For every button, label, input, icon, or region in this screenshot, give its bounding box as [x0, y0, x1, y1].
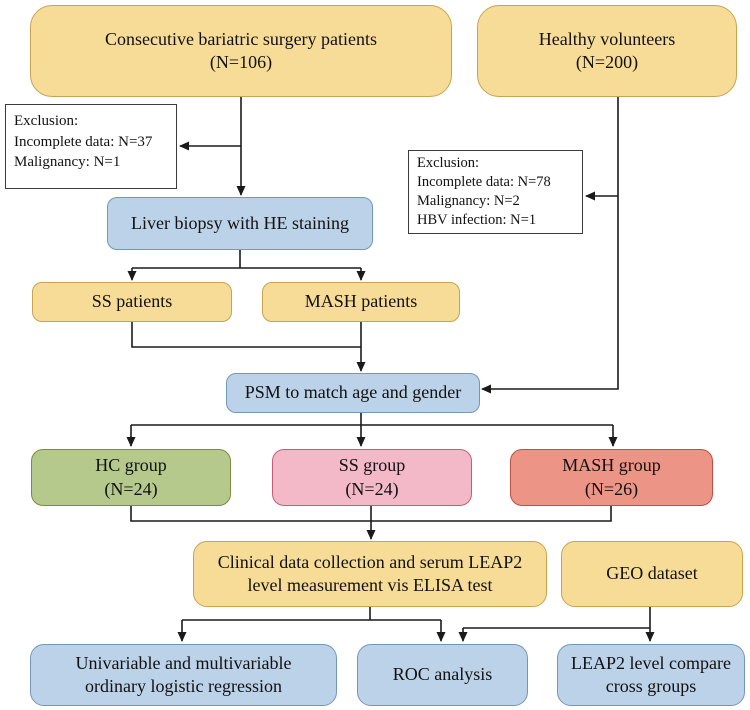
box-liver-biopsy: Liver biopsy with HE staining	[107, 197, 373, 250]
arrow-healthy-to-psm	[481, 97, 619, 394]
box-hc-group: HC group (N=24)	[31, 449, 231, 506]
line-ss-patients-down	[131, 322, 361, 348]
exclusion-right-title: Exclusion:	[417, 155, 480, 171]
healthy-label: Healthy volunteers	[538, 28, 676, 49]
box-geo-dataset: GEO dataset	[561, 541, 743, 607]
box-logistic-regression: Univariable and multivariable ordinary l…	[30, 644, 337, 706]
logistic-regression-line2: ordinary logistic regression	[85, 676, 282, 696]
box-exclusion-right: Exclusion: Incomplete data: N=78 Maligna…	[408, 150, 583, 234]
exclusion-left-item-1: Incomplete data: N=37	[14, 133, 153, 150]
box-leap2-compare: LEAP2 level compare cross groups	[557, 644, 745, 706]
clinical-elisa-line1: Clinical data collection and serum LEAP2	[217, 551, 523, 572]
exclusion-right-item-1: Incomplete data: N=78	[417, 174, 551, 191]
logistic-regression-line1: Univariable and multivariable	[75, 652, 292, 673]
mash-patients-label: MASH patients	[304, 291, 418, 312]
exclusion-left-item-2: Malignancy: N=1	[14, 154, 121, 171]
hc-group-label: HC group	[95, 455, 167, 476]
exclusion-right-item-3: HBV infection: N=1	[417, 212, 537, 229]
box-clinical-elisa: Clinical data collection and serum LEAP2…	[193, 541, 547, 607]
box-roc-analysis: ROC analysis	[357, 644, 528, 706]
liver-biopsy-label: Liver biopsy with HE staining	[131, 212, 349, 233]
roc-analysis-label: ROC analysis	[392, 664, 493, 685]
box-mash-group: MASH group (N=26)	[510, 449, 713, 506]
bariatric-label: Consecutive bariatric surgery patients	[104, 28, 378, 49]
ss-group-count: (N=24)	[345, 478, 399, 499]
hc-group-count: (N=24)	[104, 478, 158, 499]
box-healthy-volunteers: Healthy volunteers (N=200)	[477, 5, 737, 97]
healthy-count: (N=200)	[575, 52, 639, 72]
psm-label: PSM to match age and gender	[244, 382, 462, 403]
mash-group-label: MASH group	[562, 455, 661, 476]
exclusion-right-item-2: Malignancy: N=2	[417, 193, 520, 210]
clinical-elisa-line2: level measurement vis ELISA test	[247, 575, 493, 595]
box-ss-group: SS group (N=24)	[272, 449, 472, 506]
box-mash-patients: MASH patients	[262, 282, 460, 322]
leap2-compare-line2: cross groups	[605, 676, 697, 696]
box-bariatric-patients: Consecutive bariatric surgery patients (…	[30, 5, 452, 97]
box-psm: PSM to match age and gender	[226, 373, 480, 413]
ss-group-label: SS group	[338, 455, 406, 476]
leap2-compare-line1: LEAP2 level compare	[571, 652, 731, 673]
exclusion-left-title: Exclusion:	[14, 113, 79, 129]
ss-patients-label: SS patients	[91, 291, 173, 312]
bariatric-count: (N=106)	[209, 52, 273, 72]
box-exclusion-left: Exclusion: Incomplete data: N=37 Maligna…	[5, 104, 177, 189]
geo-dataset-label: GEO dataset	[606, 563, 698, 584]
mash-group-count: (N=26)	[584, 478, 639, 499]
box-ss-patients: SS patients	[32, 282, 232, 322]
